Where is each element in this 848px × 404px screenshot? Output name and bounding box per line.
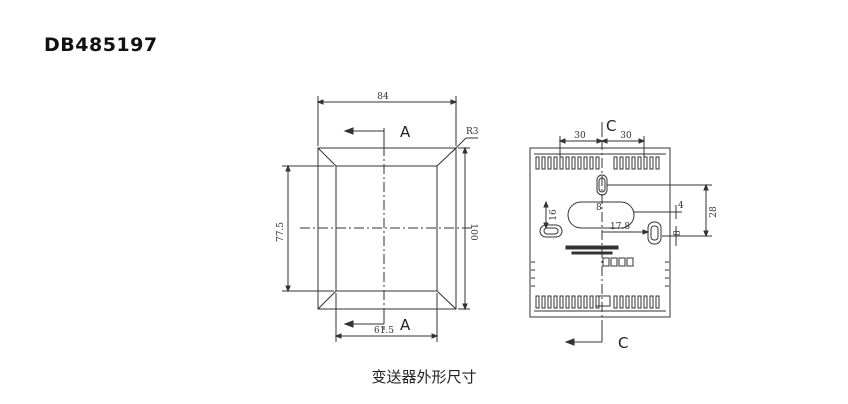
left-mount-slot <box>539 224 563 238</box>
dim-back-8-side: 8 <box>673 230 683 236</box>
vent-slot <box>643 156 648 170</box>
dim-front-height: 100 <box>468 223 478 240</box>
dim-back-8: 8 <box>596 203 602 213</box>
figure-caption: 变送器外形尺寸 <box>371 368 477 386</box>
vent-slot <box>589 295 594 309</box>
vent-slot <box>649 295 654 309</box>
vent-slot <box>637 156 642 170</box>
vent-slot <box>535 156 540 170</box>
vent-slot <box>631 295 636 309</box>
dim-front-inner-width: 61.5 <box>374 326 394 336</box>
vent-slot <box>541 156 546 170</box>
vent-slot <box>553 295 558 309</box>
back-outline <box>529 147 671 318</box>
dim-front-inner-height: 77.5 <box>276 222 286 242</box>
side-ticks <box>531 261 669 287</box>
section-a-label-bottom: A <box>400 316 411 334</box>
model-code: DB485197 <box>44 34 158 56</box>
vent-slot <box>583 295 588 309</box>
vent-slot <box>649 156 654 170</box>
dim-back-28: 28 <box>709 206 719 218</box>
vent-slot <box>619 156 624 170</box>
vent-slot <box>637 295 642 309</box>
vent-slot <box>619 295 624 309</box>
bottom-vent-slots <box>535 295 660 309</box>
vent-slot <box>643 295 648 309</box>
vent-slot <box>565 295 570 309</box>
vent-slot <box>613 295 618 309</box>
vent-slot <box>559 295 564 309</box>
vent-slot <box>571 295 576 309</box>
dim-back-16: 16 <box>549 209 559 221</box>
section-a-label-top: A <box>400 123 411 141</box>
vent-slot <box>589 156 594 170</box>
vent-slot <box>655 295 660 309</box>
vent-slot <box>577 295 582 309</box>
dim-back-half-left: 30 <box>574 131 586 141</box>
vent-slot <box>655 156 660 170</box>
vent-slot <box>625 156 630 170</box>
dim-back-half-right: 30 <box>620 131 632 141</box>
vent-slot <box>631 156 636 170</box>
dim-front-radius: R3 <box>466 127 479 137</box>
section-c-label-top: C <box>606 117 616 135</box>
vent-slot <box>535 295 540 309</box>
dim-back-17-8: 17.8 <box>610 222 630 232</box>
dim-front-width: 84 <box>377 92 389 102</box>
right-mount-slot <box>647 221 662 245</box>
section-a-arrow-top <box>343 127 354 135</box>
vent-slot <box>577 156 582 170</box>
vent-slot <box>565 156 570 170</box>
vent-slot <box>541 295 546 309</box>
vent-slot <box>595 156 600 170</box>
vent-slot <box>553 156 558 170</box>
vent-slot <box>547 295 552 309</box>
section-c-label-bottom: C <box>618 334 628 352</box>
vent-slot <box>547 156 552 170</box>
vent-slot <box>559 156 564 170</box>
vent-slot <box>613 156 618 170</box>
back-view <box>529 122 712 346</box>
top-vent-slots <box>535 156 660 170</box>
vent-slot <box>625 295 630 309</box>
front-view <box>282 96 478 342</box>
vent-slot <box>571 156 576 170</box>
center-oval-slot <box>567 201 635 229</box>
section-a-arrow-bottom <box>343 320 354 328</box>
section-c-arrow-bottom <box>564 338 575 346</box>
dim-back-4: 4 <box>678 201 684 211</box>
vent-slot <box>583 156 588 170</box>
